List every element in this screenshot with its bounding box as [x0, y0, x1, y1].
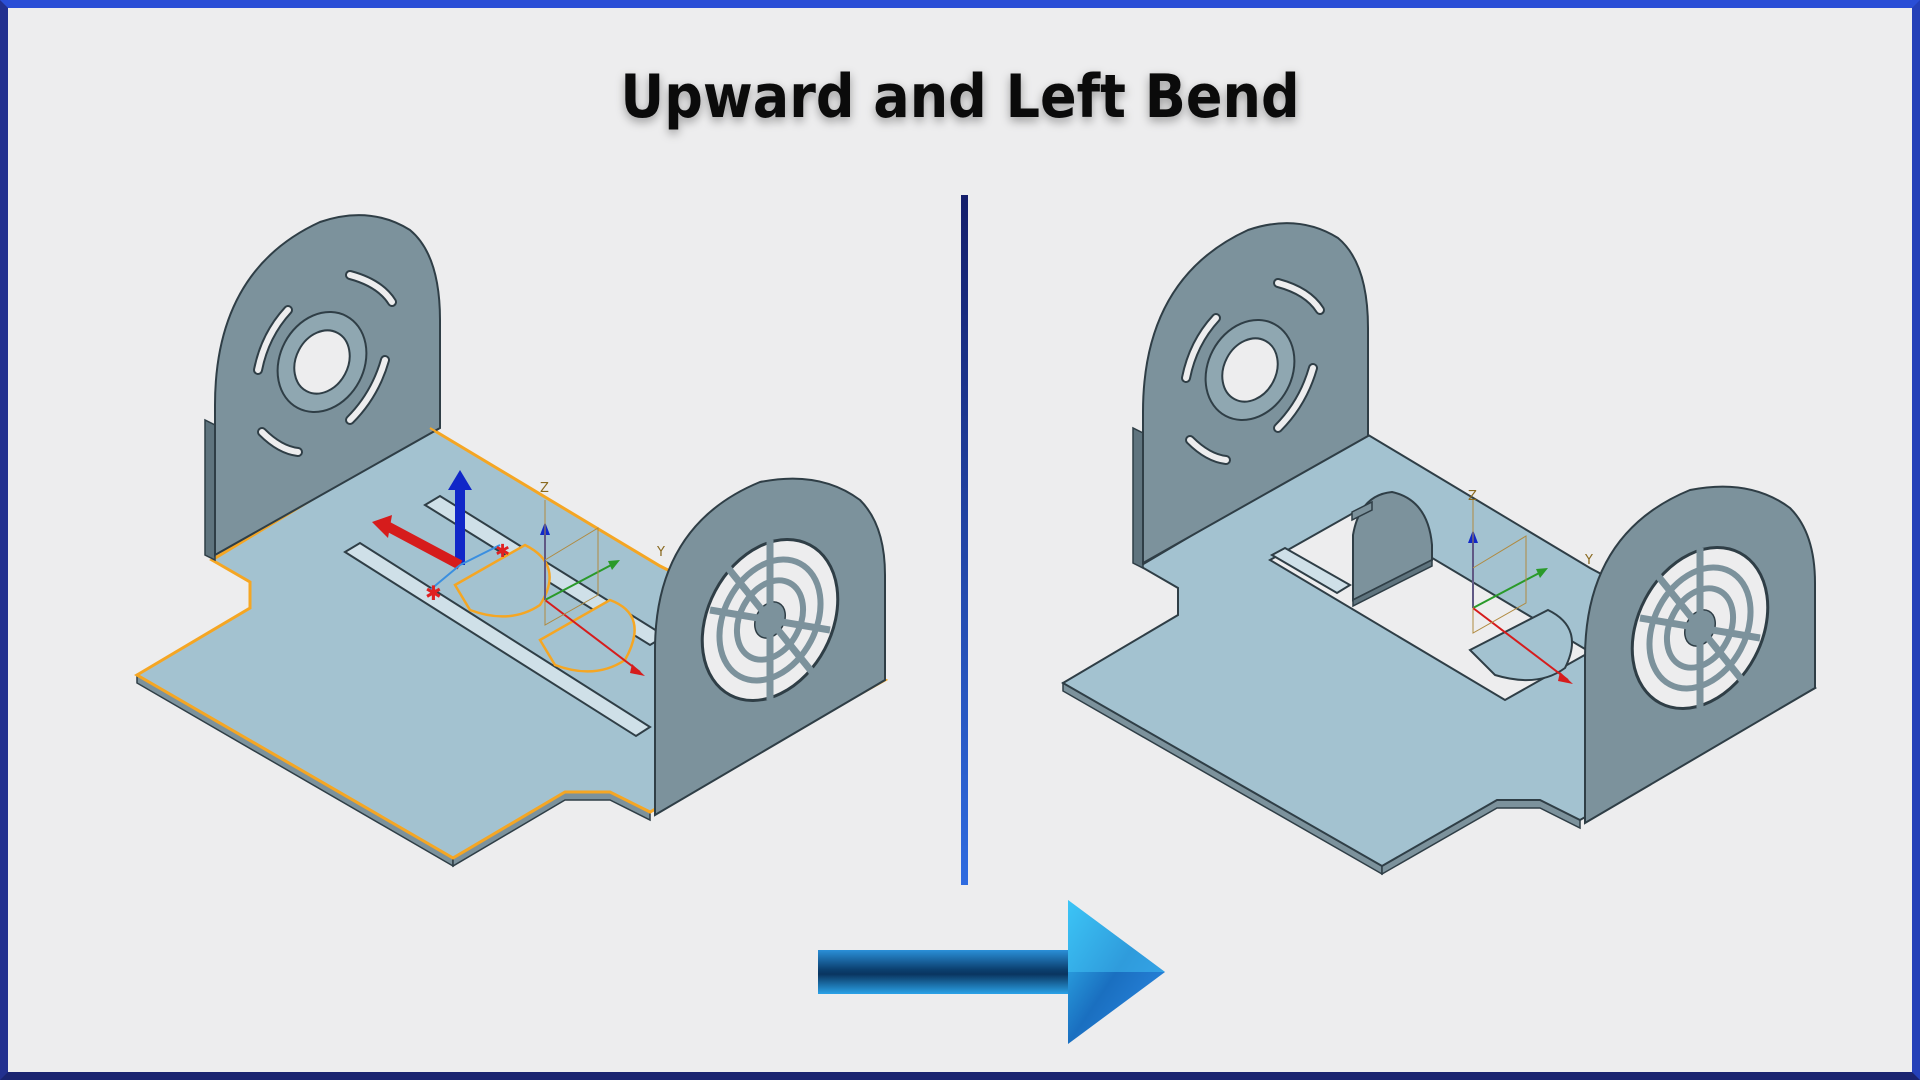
z-axis-label: Z — [540, 481, 549, 496]
svg-text:✱: ✱ — [425, 581, 442, 605]
right-arrow-icon — [818, 900, 1165, 1044]
page-title: Upward and Left Bend — [620, 62, 1300, 132]
y-axis-label-after: Y — [1584, 553, 1593, 568]
sheet-metal-bracket-after-icon: Z Y — [1061, 222, 1818, 876]
divider-line — [961, 195, 968, 885]
y-axis-label: Y — [656, 545, 665, 560]
sheet-metal-bracket-before-icon: ✱ ✱ Z Y — [134, 214, 889, 868]
svg-text:✱: ✱ — [495, 541, 510, 562]
z-axis-label-after: Z — [1468, 489, 1477, 504]
